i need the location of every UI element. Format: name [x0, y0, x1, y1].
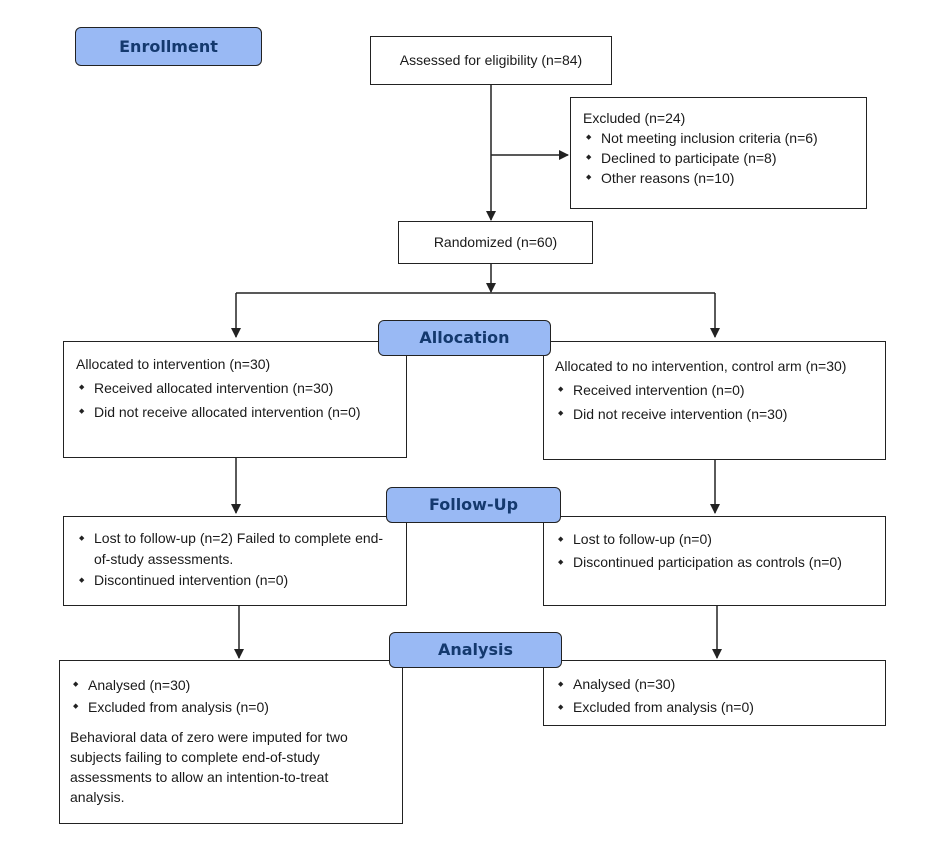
stage-label-enrollment: Enrollment — [75, 27, 262, 66]
assessed-text: Assessed for eligibility (n=84) — [399, 52, 583, 68]
excluded-box: Excluded (n=24) Not meeting inclusion cr… — [570, 97, 867, 209]
followup-right-item: Lost to follow-up (n=0) — [555, 528, 879, 551]
allocation-left-item: Received allocated intervention (n=30) — [76, 376, 398, 400]
followup-left-item: Discontinued intervention (n=0) — [76, 570, 396, 591]
allocation-right-item: Did not receive intervention (n=30) — [555, 402, 879, 426]
stage-label-allocation-text: Allocation — [419, 328, 510, 347]
excluded-title: Excluded (n=24) — [583, 110, 686, 126]
analysis-left-box: Analysed (n=30) Excluded from analysis (… — [59, 660, 403, 824]
allocation-right-title: Allocated to no intervention, control ar… — [555, 358, 847, 374]
excluded-item: Other reasons (n=10) — [583, 168, 856, 188]
allocation-left-item: Did not receive allocated intervention (… — [76, 400, 398, 424]
followup-left-box: Lost to follow-up (n=2) Failed to comple… — [63, 516, 407, 606]
allocation-right-box: Allocated to no intervention, control ar… — [543, 341, 886, 460]
analysis-right-item: Analysed (n=30) — [555, 673, 879, 696]
stage-label-followup: Follow-Up — [386, 487, 561, 523]
stage-label-enrollment-text: Enrollment — [119, 37, 218, 56]
randomized-box: Randomized (n=60) — [398, 221, 593, 264]
followup-right-item: Discontinued participation as controls (… — [555, 551, 879, 574]
analysis-left-item: Excluded from analysis (n=0) — [70, 696, 392, 718]
followup-right-box: Lost to follow-up (n=0) Discontinued par… — [543, 516, 886, 606]
analysis-right-item: Excluded from analysis (n=0) — [555, 696, 879, 719]
allocation-right-item: Received intervention (n=0) — [555, 378, 879, 402]
analysis-left-item: Analysed (n=30) — [70, 674, 392, 696]
excluded-item: Declined to participate (n=8) — [583, 148, 856, 168]
stage-label-analysis-text: Analysis — [437, 640, 513, 659]
assessed-box: Assessed for eligibility (n=84) — [370, 36, 612, 85]
analysis-left-note: Behavioral data of zero were imputed for… — [70, 729, 348, 805]
allocation-left-title: Allocated to intervention (n=30) — [76, 356, 271, 372]
followup-left-item: Lost to follow-up (n=2) Failed to comple… — [76, 528, 396, 570]
allocation-left-box: Allocated to intervention (n=30) Receive… — [63, 341, 407, 458]
stage-label-followup-text: Follow-Up — [428, 495, 519, 514]
stage-label-analysis: Analysis — [389, 632, 562, 668]
stage-label-allocation: Allocation — [378, 320, 551, 356]
analysis-right-box: Analysed (n=30) Excluded from analysis (… — [543, 660, 886, 726]
excluded-item: Not meeting inclusion criteria (n=6) — [583, 128, 856, 148]
randomized-text: Randomized (n=60) — [433, 234, 558, 250]
